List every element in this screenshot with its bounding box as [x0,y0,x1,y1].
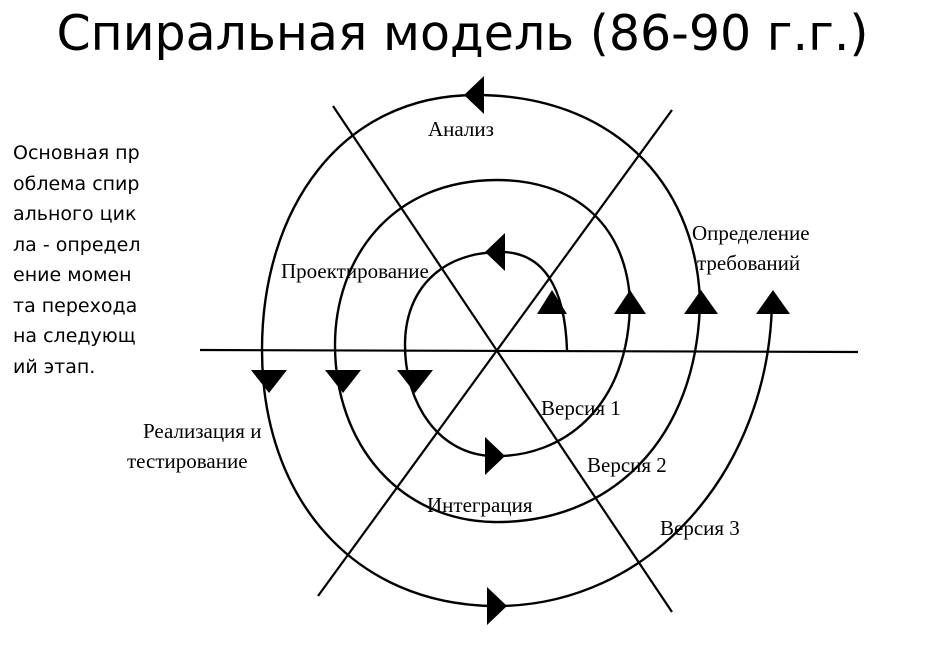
arrow-integration-v1-icon [485,437,505,475]
diagonal-axis-descending [332,105,673,613]
arrow-up-version2-icon [614,290,646,314]
arrow-down-middle-icon [325,370,361,393]
arrow-design-icon [485,233,505,271]
arrow-down-outer-icon [251,370,287,393]
loop-version-1 [403,250,632,458]
loop-version-2 [333,178,702,524]
label-design: Проектирование [281,259,429,283]
axis-lines [199,105,859,613]
label-version-2: Версия 2 [587,453,667,477]
diagonal-axis-ascending [317,109,673,597]
arrow-down-inner-icon [397,370,433,393]
arrow-integration-v3-icon [487,587,507,625]
horizontal-axis [199,348,859,354]
slide-title: Спиральная модель (86-90 г.г.) [56,5,869,62]
loop-version-3 [260,93,774,608]
label-version-1: Версия 1 [541,396,621,420]
arrow-analysis-icon [464,76,484,114]
label-requirements-1: Определение [692,221,810,245]
label-requirements-2: требований [697,251,800,275]
arrow-up-version1-icon [537,290,567,314]
label-implementation-1: Реализация и [143,419,261,443]
spiral-loops [260,93,774,608]
label-version-3: Версия 3 [660,516,740,540]
label-analysis: Анализ [428,117,494,141]
arrow-up-outer-icon [756,290,790,314]
arrow-up-version3-icon [684,290,718,314]
side-note: Основная проблема спирального цикла - оп… [13,142,141,378]
arrowheads [251,76,790,625]
label-implementation-2: тестирование [127,449,248,473]
label-integration: Интеграция [427,493,533,517]
